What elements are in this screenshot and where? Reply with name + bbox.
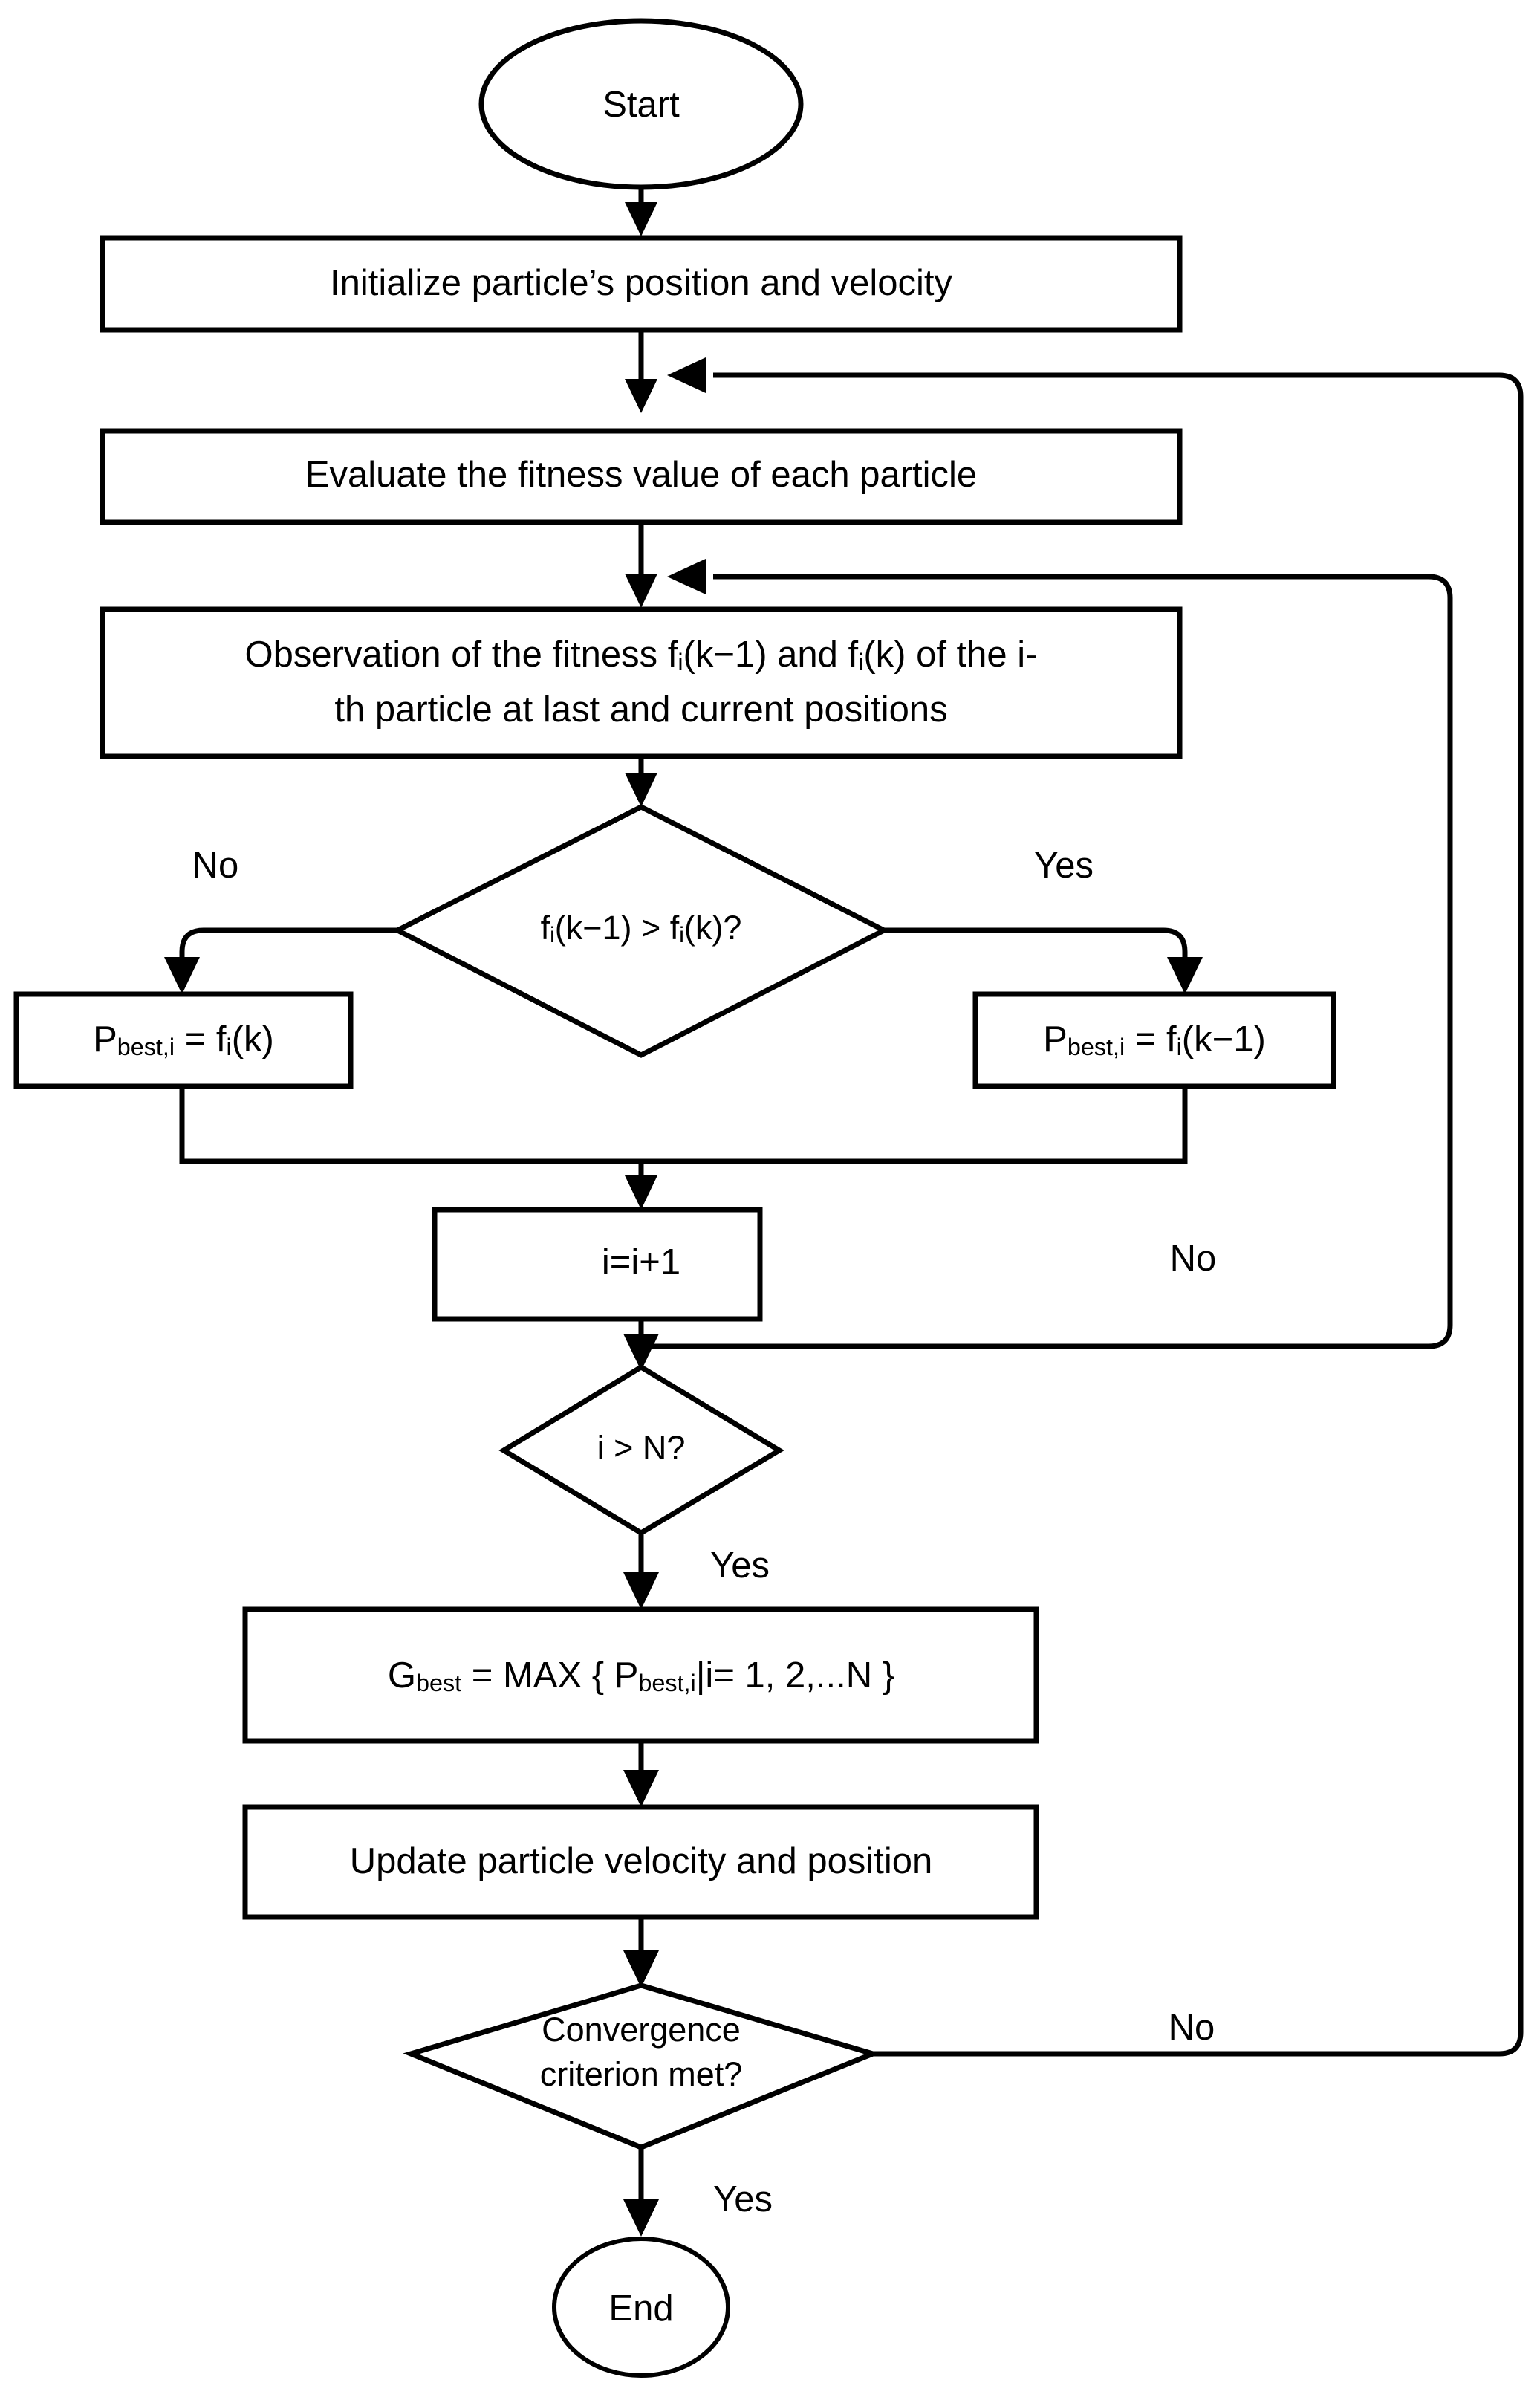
node-gbest-label: Gbest = MAX { Pbest,i|i= 1, 2,...N } [388,1655,894,1696]
edge-initialize-to-evaluate [625,330,657,413]
edge-label-compare-yes: Yes [1034,846,1094,886]
node-convergence-decision[interactable]: Convergence criterion met? [403,1982,881,2150]
node-increment-label: i=i+1 [602,1242,680,1282]
edge-evaluate-to-observe [625,522,657,608]
node-check-n-decision[interactable]: i > N? [498,1363,784,1537]
node-observation-line1: Observation of the fitness fi(k−1) and f… [244,635,1037,675]
edge-compare-no [164,927,397,994]
node-pbest-no-label: Pbest,i = fi(k) [93,1019,274,1060]
edge-convergence-no-loop [667,357,1524,2057]
node-start-label: Start [602,85,680,125]
node-evaluate[interactable]: Evaluate the fitness value of each parti… [100,428,1183,525]
node-pbest-no[interactable]: Pbest,i = fi(k) [13,991,354,1089]
node-convergence-line2: criterion met? [540,2055,743,2093]
edge-label-check-n-no: No [1170,1239,1217,1279]
node-convergence-line1: Convergence [542,2011,741,2049]
node-observation-line2: th particle at last and current position… [334,690,947,730]
node-update[interactable]: Update particle velocity and position [242,1804,1039,1920]
edge-observe-to-compare [625,756,657,807]
edge-pbest-merge-to-increment [179,1086,1188,1210]
edge-check-n-yes [623,1533,659,1609]
edge-check-n-no-loop [641,559,1453,1349]
node-check-n-label: i > N? [597,1429,686,1467]
edge-convergence-yes-to-end [623,2147,659,2237]
node-pbest-yes[interactable]: Pbest,i = fi(k−1) [972,991,1336,1089]
node-initialize[interactable]: Initialize particle’s position and veloc… [100,235,1183,333]
edge-label-convergence-no: No [1169,2008,1215,2048]
edge-increment-to-check-n [623,1319,659,1371]
node-initialize-label: Initialize particle’s position and veloc… [330,263,952,303]
edge-label-compare-no: No [192,846,239,886]
node-pbest-yes-label: Pbest,i = fi(k−1) [1043,1019,1266,1060]
edge-update-to-convergence [623,1917,659,1988]
node-end-label: End [608,2289,673,2329]
node-start[interactable]: Start [478,18,804,190]
node-gbest[interactable]: Gbest = MAX { Pbest,i|i= 1, 2,...N } [242,1606,1039,1744]
node-update-label: Update particle velocity and position [350,1841,932,1881]
edge-label-check-n-yes: Yes [710,1546,770,1586]
edge-label-convergence-yes: Yes [713,2179,773,2219]
node-observation[interactable]: Observation of the fitness fi(k−1) and f… [100,606,1183,759]
node-compare-decision[interactable]: fi(k−1) > fi(k)? [392,804,890,1058]
node-end[interactable]: End [552,2237,730,2378]
node-increment[interactable]: i=i+1 [432,1207,763,1322]
edge-gbest-to-update [623,1741,659,1807]
node-evaluate-label: Evaluate the fitness value of each parti… [305,455,977,495]
node-compare-label: fi(k−1) > fi(k)? [541,909,742,947]
edge-compare-yes [884,927,1203,994]
